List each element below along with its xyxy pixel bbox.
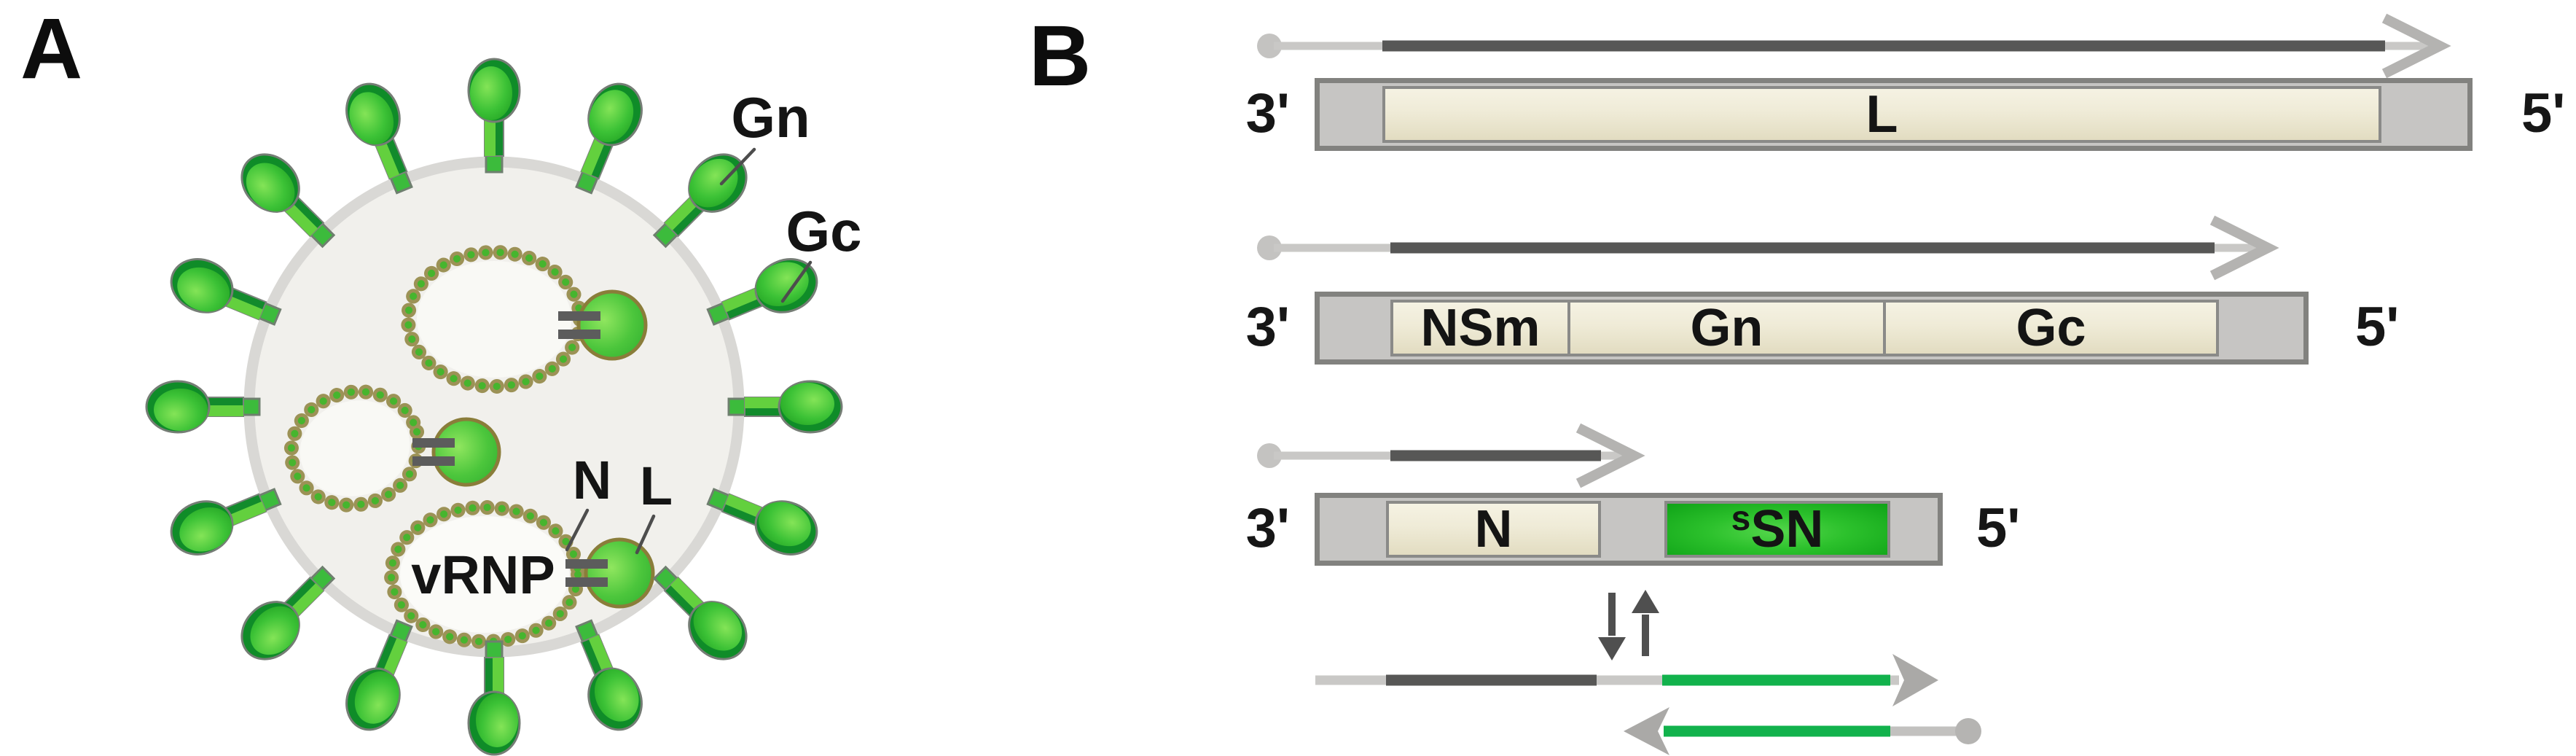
rnp-connector-bars-bottom (565, 559, 608, 587)
gc-spike-label: Gc (786, 199, 862, 263)
m-mrna-arrow (1257, 215, 2279, 281)
vrnp-label: vRNP (411, 545, 555, 605)
l-mrna-arrow (1257, 13, 2451, 79)
gene-box-gc: Gc (1883, 300, 2219, 356)
arrowhead-right-icon (2381, 13, 2451, 79)
arrowhead-left-icon (1624, 707, 1669, 755)
gene-box-n: N (1386, 501, 1601, 558)
arrow-down-icon (1598, 637, 1626, 660)
gn-spike-label: Gn (731, 85, 810, 149)
gene-box-nsm: NSm (1390, 300, 1570, 356)
nss-label-main: SN (1750, 500, 1824, 558)
transcription-replication-arrows (1598, 590, 1659, 660)
label-leader-lines (565, 147, 813, 555)
arrowhead-right-icon (1575, 423, 1645, 488)
panel-b-label: B (1029, 8, 1092, 104)
m-segment-3prime: 3' (1245, 296, 1290, 358)
antigenome-line (1315, 654, 1938, 706)
rnp-connector-bars-middle (412, 438, 455, 466)
l-protein-label: L (639, 456, 673, 516)
panel-a-label: A (20, 1, 83, 97)
rnp-connector-bars-top (558, 311, 600, 339)
arrow-up-icon (1632, 590, 1659, 613)
gene-box-l: L (1382, 86, 2381, 143)
n-mrna-arrow (1257, 423, 1645, 488)
gene-box-gn: Gn (1567, 300, 1886, 356)
nss-mrna-line (1624, 707, 1981, 755)
m-segment-bar: NSm Gn Gc (1315, 292, 2309, 365)
n-protein-label: N (572, 450, 612, 510)
l-polymerase-middle (431, 417, 501, 487)
l-segment-3prime: 3' (1245, 82, 1290, 144)
virion (145, 58, 843, 756)
s-segment-5prime: 5' (1976, 497, 2021, 559)
l-polymerase-top (576, 289, 648, 361)
arrowhead-right-icon (2209, 215, 2279, 281)
vrnp-loop-bottom (384, 500, 585, 649)
m-segment-5prime: 5' (2355, 296, 2400, 358)
l-polymerase-bottom (584, 537, 655, 609)
vrnp-loop-middle (283, 384, 426, 513)
cap-dot-icon (1955, 718, 1981, 744)
s-segment-3prime: 3' (1245, 497, 1290, 559)
l-segment-bar: L (1315, 78, 2473, 151)
arrowhead-right-icon (1892, 654, 1938, 706)
l-segment-5prime: 5' (2521, 82, 2566, 144)
nss-label-small-s: s (1731, 499, 1751, 538)
vrnp-loop-top (401, 245, 587, 394)
